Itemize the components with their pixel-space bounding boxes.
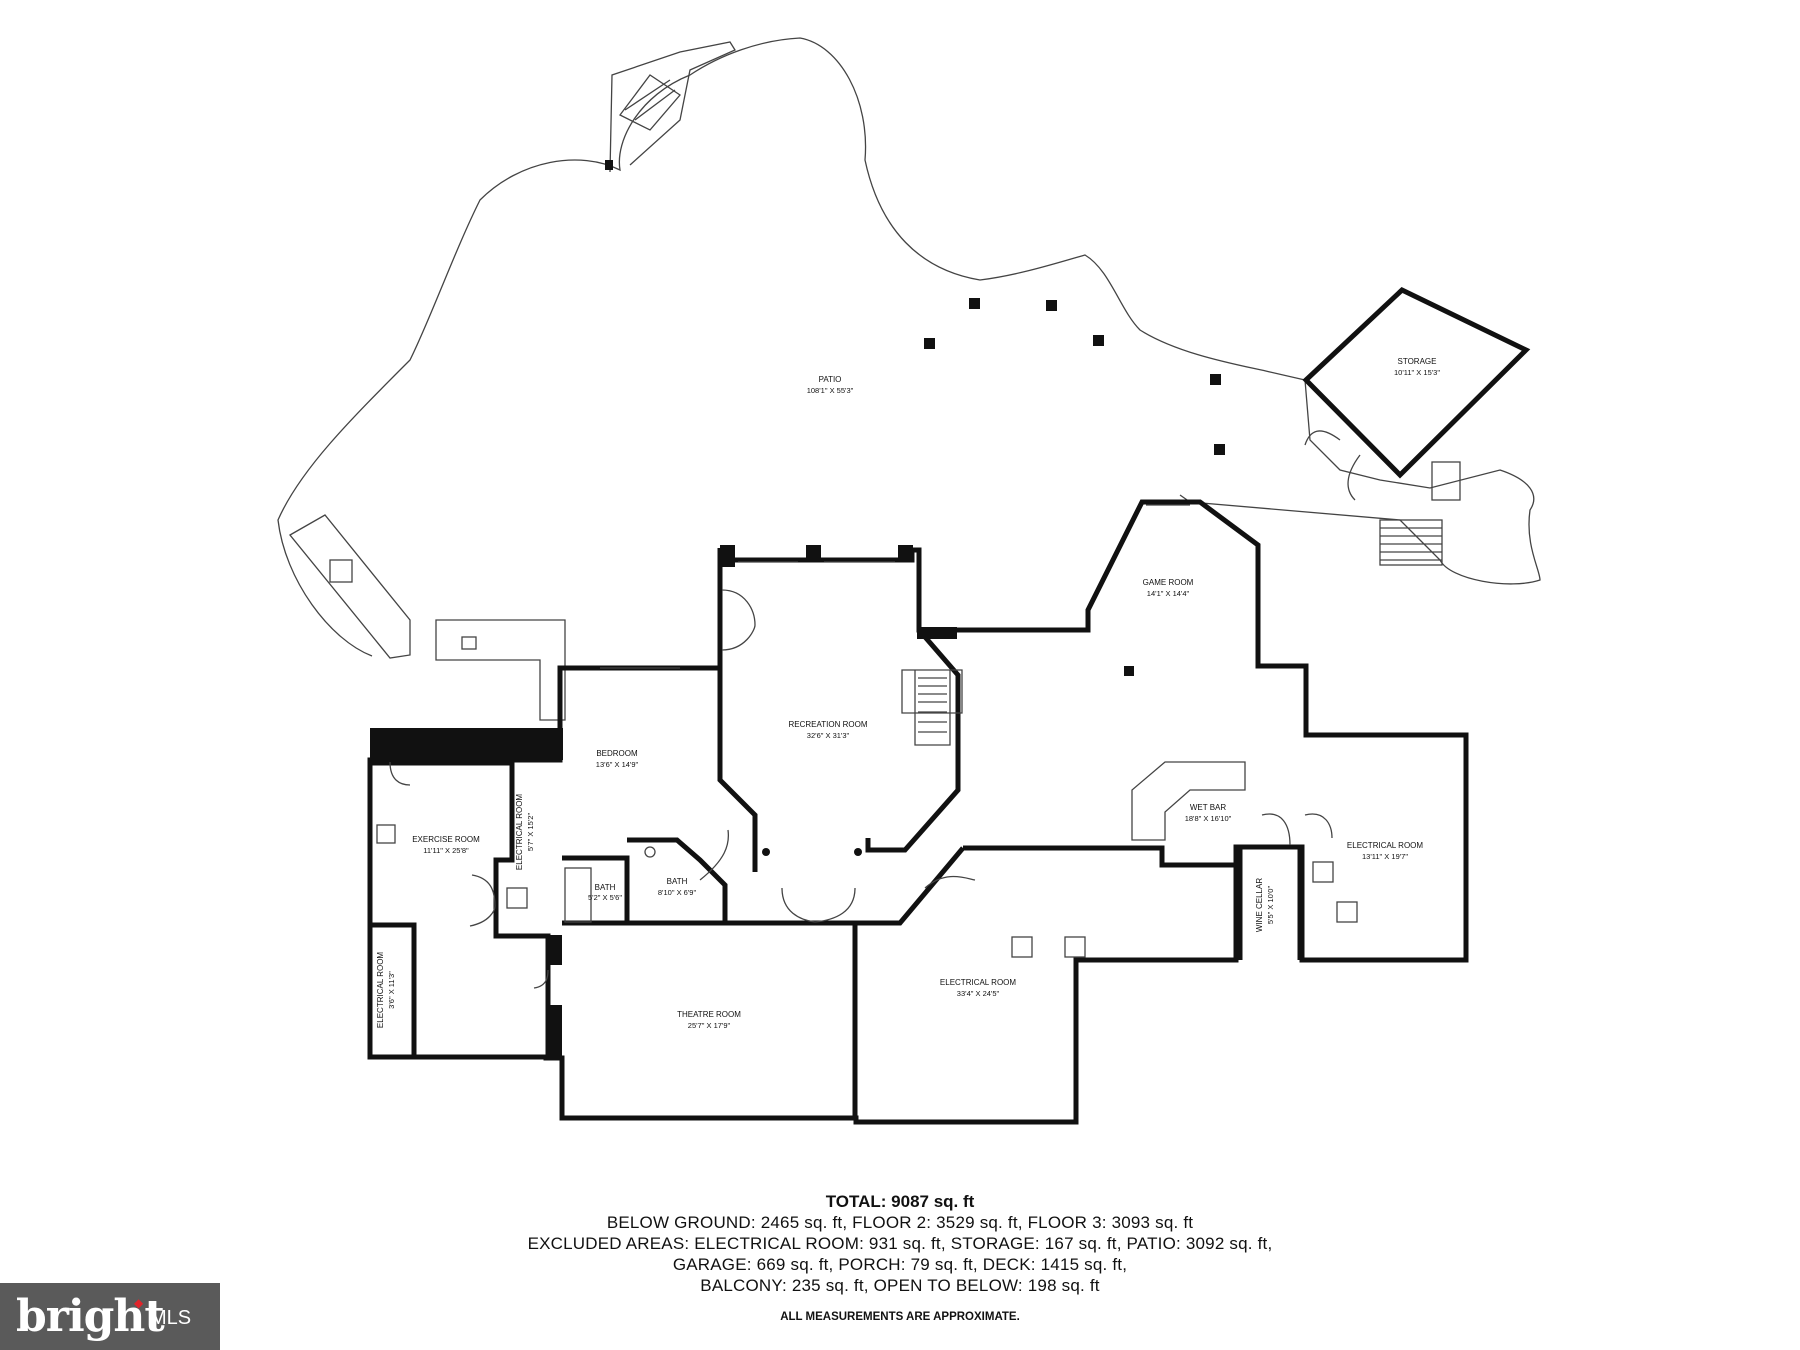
bathtub [564, 867, 592, 923]
wet-bar-counter [1131, 761, 1246, 841]
patio-walkway [609, 41, 736, 173]
room-name: ELECTRICAL ROOM [376, 952, 385, 1028]
patio-planter [619, 74, 681, 131]
sink-icon [461, 636, 477, 650]
outdoor-bar [435, 619, 566, 721]
stair-treads [1380, 527, 1442, 561]
room-dims: 108'1" X 55'3" [807, 386, 854, 395]
pillar [917, 627, 957, 639]
room-dims: 5'2" X 5'6" [588, 893, 622, 902]
door-arc [389, 589, 1333, 989]
patio-column [1214, 444, 1225, 455]
room-name: ELECTRICAL ROOM [1347, 841, 1423, 850]
stair-wall [865, 628, 961, 853]
room-name: BATH [667, 877, 688, 886]
total-area: TOTAL: 9087 sq. ft [825, 1192, 975, 1211]
pillar [1124, 666, 1134, 676]
appliance [1312, 861, 1334, 883]
appliance [1011, 936, 1033, 958]
pillar [720, 545, 735, 567]
patio-column [1046, 300, 1057, 311]
stairs [1379, 519, 1443, 566]
room-dims: 11'11" X 25'8" [423, 846, 469, 855]
bright-mls-logo: bright ◆ MLS [0, 1283, 220, 1350]
room-dims: 32'6" X 31'3" [807, 731, 850, 740]
logo-spark-icon: ◆ [134, 1296, 144, 1310]
excluded-areas: EXCLUDED AREAS: ELECTRICAL ROOM: 931 sq.… [527, 1234, 1273, 1253]
pillar [806, 545, 821, 560]
floor-areas: BELOW GROUND: 2465 sq. ft, FLOOR 2: 3529… [606, 1213, 1194, 1232]
logo-wordmark: bright [16, 1291, 165, 1342]
room-name: WET BAR [1190, 803, 1227, 812]
room-name: GAME ROOM [1143, 578, 1194, 587]
room-dims: 25'7" X 17'9" [688, 1021, 731, 1030]
recreation-inner-wall [717, 665, 758, 872]
wine-walls [1237, 847, 1303, 960]
room-dims: 3'6" X 11'3" [387, 971, 396, 1009]
patio-column [1093, 335, 1104, 346]
appliance [1064, 936, 1086, 958]
exterior-block [548, 1005, 562, 1060]
room-name: ELECTRICAL ROOM [515, 794, 524, 870]
room-name: PATIO [819, 375, 842, 384]
grill-icon [329, 559, 353, 583]
game-wet-wall [963, 845, 1240, 868]
interior-stairs [901, 669, 963, 746]
sink-icon [644, 846, 656, 858]
room-dims: 5'7" X 15'2" [526, 813, 535, 852]
fixture [762, 848, 770, 856]
room-dims: 5'5" X 10'0" [1266, 886, 1275, 925]
disclaimer: ALL MEASUREMENTS ARE APPROXIMATE. [780, 1311, 1020, 1323]
room-dims: 13'6" X 14'9" [596, 760, 639, 769]
house-walls [367, 499, 1469, 1125]
outdoor-counter [289, 514, 411, 659]
exterior-block [370, 728, 563, 760]
exterior-block [548, 935, 562, 965]
fixture [854, 848, 862, 856]
room-name: ELECTRICAL ROOM [940, 978, 1016, 987]
room-name: STORAGE [1398, 357, 1437, 366]
room-name: THEATRE ROOM [677, 1010, 741, 1019]
bath-walls [562, 837, 728, 923]
appliance [506, 887, 528, 909]
pillar [898, 545, 913, 560]
logo-suffix: MLS [150, 1307, 192, 1329]
appliance [376, 824, 396, 844]
patio-column [969, 298, 980, 309]
patio-post [605, 160, 613, 170]
room-dims: 8'10" X 6'9" [658, 888, 697, 897]
lower-wall-b [855, 846, 965, 926]
excluded-areas-cont2: BALCONY: 235 sq. ft, OPEN TO BELOW: 198 … [700, 1276, 1100, 1295]
room-name: EXERCISE ROOM [412, 835, 480, 844]
storage-door-arc [1304, 430, 1361, 501]
room-dims: 14'1" X 14'4" [1147, 589, 1190, 598]
room-dims: 13'11" X 19'7" [1362, 852, 1408, 861]
room-dims: 10'11" X 15'3" [1394, 368, 1440, 377]
patio-outline [277, 37, 1541, 657]
room-dims: 33'4" X 24'5" [957, 989, 1000, 998]
patio-column [1210, 374, 1221, 385]
window [600, 504, 1190, 669]
room-name: WINE CELLAR [1255, 878, 1264, 932]
room-name: BATH [595, 883, 616, 892]
room-name: BEDROOM [596, 749, 638, 758]
storage-outline [1302, 287, 1531, 479]
room-name: RECREATION ROOM [789, 720, 868, 729]
appliance [1336, 901, 1358, 923]
room-labels: PATIO 108'1" X 55'3" STORAGE 10'11" X 15… [376, 357, 1440, 1030]
patio-column [924, 338, 935, 349]
excluded-areas-cont: GARAGE: 669 sq. ft, PORCH: 79 sq. ft, DE… [672, 1255, 1128, 1274]
landing [1431, 461, 1461, 501]
room-dims: 18'8" X 16'10" [1185, 814, 1232, 823]
